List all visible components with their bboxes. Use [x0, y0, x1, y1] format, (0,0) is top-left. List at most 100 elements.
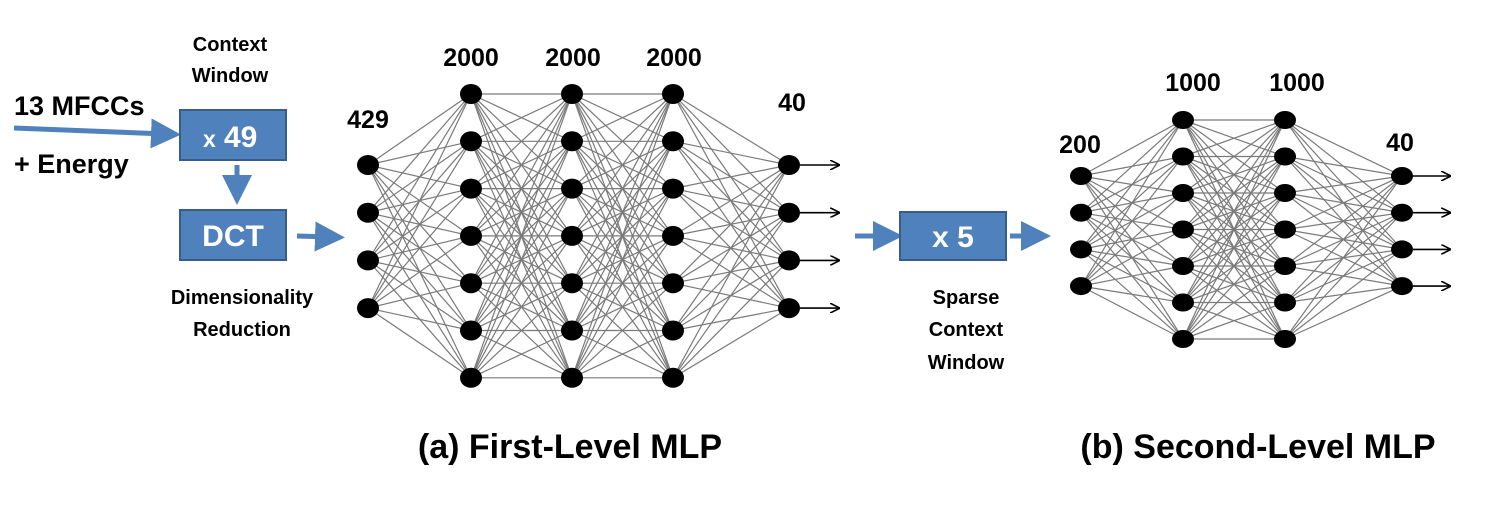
mlp2-edge-1-6-4	[1182, 265, 1286, 340]
mlp2-connections	[1080, 119, 1403, 340]
mlp1-node-0-2	[357, 250, 379, 271]
mlp2-node-0-1	[1070, 203, 1092, 222]
mlp2-node-1-6	[1172, 330, 1194, 348]
mlp1-edge-1-6-0	[470, 93, 573, 379]
dct-box	[179, 209, 287, 261]
mlp1-edge-3-1-0	[672, 140, 790, 166]
mlp2-node-2-0	[1274, 111, 1296, 129]
mlp1-edge-3-4-0	[672, 164, 790, 284]
mlp1-node-2-6	[561, 367, 583, 388]
mlp1-node-4-3	[778, 298, 800, 319]
mlp2-edge-2-6-3	[1284, 285, 1403, 340]
mlp2-edge-2-2-0	[1284, 175, 1403, 194]
mlp2-edge-1-6-2	[1182, 192, 1286, 340]
mlp1-node-3-6	[662, 367, 684, 388]
context-window-box-value: 49	[224, 121, 257, 154]
mlp2-edge-0-3-5	[1080, 285, 1184, 304]
mlp1-node-0-3	[357, 298, 379, 319]
mlp2-node-2-1	[1274, 147, 1296, 166]
mlp2-edge-1-6-5	[1182, 301, 1286, 340]
mlp1-edge-2-6-4	[571, 282, 674, 379]
mlp1-layer-size-3: 2000	[646, 44, 702, 72]
mlp1-edge-1-2-0	[470, 93, 573, 190]
mlp1-edge-2-1-0	[571, 93, 674, 142]
mlp1-node-3-1	[662, 131, 684, 152]
mlp2-node-1-1	[1172, 147, 1194, 166]
mlp1-nodes	[357, 84, 800, 388]
mlp1-node-1-6	[460, 367, 482, 388]
mlp2-edge-0-1-0	[1080, 119, 1184, 214]
mlp1-node-2-0	[561, 84, 583, 104]
mlp2-node-2-5	[1274, 293, 1296, 312]
mlp1-edge-1-5-0	[470, 93, 573, 331]
mlp2-layer-size-2: 1000	[1269, 69, 1325, 97]
mlp1-node-1-1	[460, 131, 482, 152]
context-window-box-prefix: x	[203, 126, 216, 152]
mlp1-edge-0-2-0	[367, 93, 472, 261]
mlp1-edge-3-3-0	[672, 164, 790, 237]
mlp2-edge-0-0-0	[1080, 119, 1184, 177]
mlp1-node-3-3	[662, 225, 684, 246]
mlp2-edge-0-3-0	[1080, 119, 1184, 287]
mlp1-edge-1-6-5	[470, 329, 573, 379]
mlp2-node-1-0	[1172, 111, 1194, 129]
mlp1-node-1-2	[460, 178, 482, 199]
sparse-caption-2: Context	[929, 319, 1004, 341]
mlp1-node-4-2	[778, 250, 800, 271]
dct-caption-1: Dimensionality	[171, 287, 314, 309]
mlp1-node-2-3	[561, 225, 583, 246]
mlp2-edge-1-5-0	[1182, 119, 1286, 303]
mlp1-title: (a) First-Level MLP	[418, 428, 722, 466]
mlp1-edge-0-3-6	[367, 307, 472, 379]
mlp1-edge-2-6-5	[571, 329, 674, 379]
mlp1-layer-size-4: 40	[778, 89, 806, 117]
mlp2-edge-1-6-1	[1182, 156, 1286, 340]
mlp2-edge-0-3-6	[1080, 285, 1184, 340]
mlp2-node-1-2	[1172, 184, 1194, 202]
input-label-mfcc: 13 MFCCs	[14, 91, 145, 121]
mlp1-node-2-2	[561, 178, 583, 199]
mlp2-edge-2-5-0	[1284, 175, 1403, 303]
mlp1-layer-size-1: 2000	[443, 44, 499, 72]
mlp2-edge-1-3-0	[1182, 119, 1286, 230]
mlp2-edge-0-3-4	[1080, 265, 1184, 287]
mlp2-node-1-3	[1172, 220, 1194, 239]
mlp2-edge-2-6-2	[1284, 248, 1403, 340]
mlp1-edge-3-2-0	[672, 164, 790, 190]
mlp2-edge-1-1-0	[1182, 119, 1286, 158]
mlp2-edge-1-6-0	[1182, 119, 1286, 340]
mlp1-edge-2-6-2	[571, 188, 674, 379]
sparse-context-box-label: x 5	[932, 221, 974, 254]
mlp1-edge-2-5-0	[571, 93, 674, 331]
dct-box-label: DCT	[202, 220, 264, 253]
mlp2-edge-0-3-2	[1080, 192, 1184, 287]
mlp1-connections	[367, 93, 790, 379]
mlp1-edge-2-3-0	[571, 93, 674, 237]
mlp1-edge-3-6-0	[672, 164, 790, 379]
mlp1-edge-1-4-0	[470, 93, 573, 284]
sparse-context-box	[899, 211, 1007, 261]
mlp1-node-2-4	[561, 273, 583, 294]
mlp2-edge-1-2-0	[1182, 119, 1286, 194]
mlp1-node-3-0	[662, 84, 684, 104]
mlp1-node-3-4	[662, 273, 684, 294]
mlp2-node-0-3	[1070, 277, 1092, 296]
mlp1-node-1-4	[460, 273, 482, 294]
mlp1-edge-1-6-1	[470, 141, 573, 379]
mlp1-layer-size-2: 2000	[545, 44, 601, 72]
mlp1-node-1-5	[460, 320, 482, 341]
mlp1-edge-2-4-0	[571, 93, 674, 284]
mlp2-node-1-5	[1172, 293, 1194, 312]
mlp2-layer-size-3: 40	[1386, 129, 1414, 157]
mlp2-node-1-4	[1172, 257, 1194, 275]
mlp1-node-2-1	[561, 131, 583, 152]
mlp2-output-arrows	[1413, 176, 1450, 286]
mlp1-edge-0-0-0	[367, 93, 472, 166]
mlp2-edge-1-6-3	[1182, 229, 1286, 340]
mlp2-title: (b) Second-Level MLP	[1080, 428, 1435, 466]
mlp2-edge-2-6-0	[1284, 175, 1403, 340]
mlp2-node-2-6	[1274, 330, 1296, 348]
mlp2-edge-2-1-0	[1284, 155, 1403, 177]
mlp1-node-4-1	[778, 202, 800, 223]
